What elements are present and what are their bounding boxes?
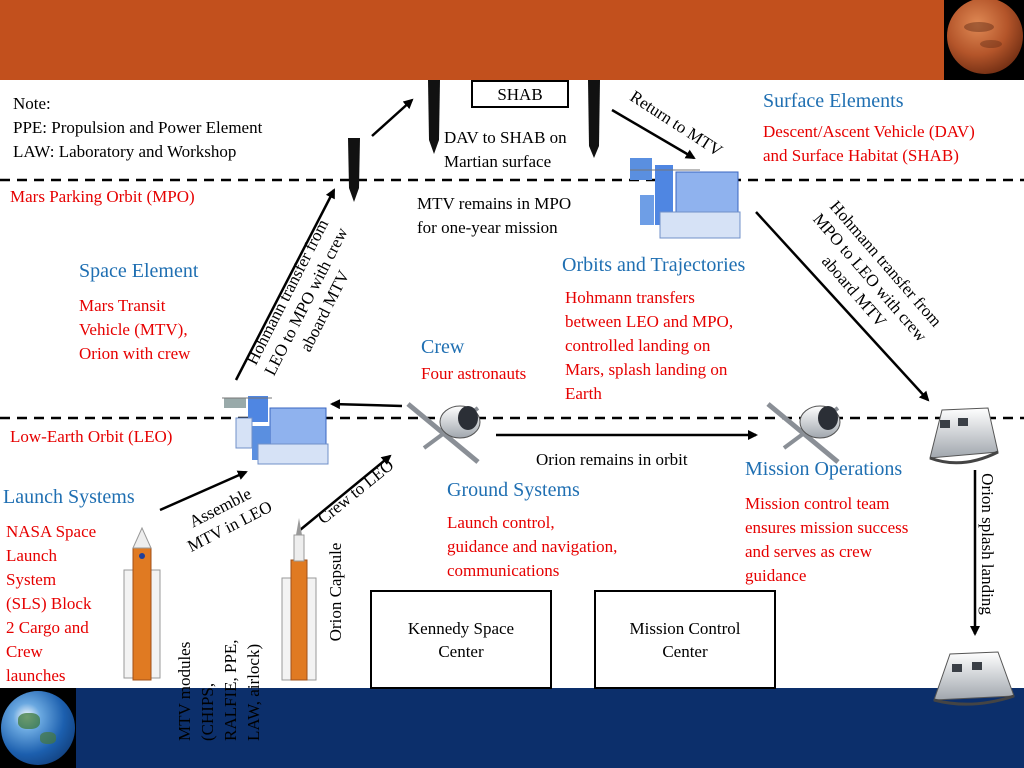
mtv-diagram-mpo <box>630 158 741 239</box>
shab-label: SHAB <box>497 84 543 104</box>
arrow-crew-to-mtv <box>330 399 403 410</box>
surface-elements-line1: Descent/Ascent Vehicle (DAV) <box>763 122 975 141</box>
launch-line1: NASA Space <box>6 522 97 541</box>
orbits-line1: Hohmann transfers <box>565 288 695 307</box>
launch-systems: Launch Systems NASA Space Launch System … <box>3 484 135 688</box>
mtv-modules-line1: MTV modules <box>175 641 194 741</box>
orbits-title: Orbits and Trajectories <box>562 254 746 276</box>
sls-crew-rocket <box>281 518 317 681</box>
orbits-line5: Earth <box>565 384 602 403</box>
mtv-modules-label: MTV modules (CHIPS, RALFIE, PPE, LAW, ai… <box>173 575 265 741</box>
orion-splash-label: Orion splash landing <box>978 473 997 615</box>
dav-to-shab-text: DAV to SHAB on Martian surface <box>444 126 567 174</box>
mission-operations: Mission Operations Mission control team … <box>745 456 908 588</box>
launch-line4: (SLS) Block <box>6 594 92 613</box>
note-ppe: PPE: Propulsion and Power Element <box>13 118 263 137</box>
orbits-line4: Mars, splash landing on <box>565 360 728 379</box>
launch-line7: launches <box>6 666 66 685</box>
launch-line5: 2 Cargo and <box>6 618 89 637</box>
ksc-line2: Center <box>438 641 484 661</box>
mission-ops-title: Mission Operations <box>745 458 903 480</box>
orion-capsule-splash <box>933 651 1015 706</box>
mtv-diagram-leo <box>222 396 329 465</box>
launch-line2: Launch <box>6 546 57 565</box>
launch-line3: System <box>6 570 57 589</box>
orion-remains-label: Orion remains in orbit <box>536 450 688 469</box>
dav-to-shab-line1: DAV to SHAB on <box>444 128 567 147</box>
launch-description: NASA Space Launch System (SLS) Block 2 C… <box>6 520 135 688</box>
launch-title: Launch Systems <box>3 486 135 508</box>
dav-spike-right <box>588 80 600 158</box>
orbits-line3: controlled landing on <box>565 336 711 355</box>
arrow-mpo-to-leo <box>755 211 930 402</box>
bottom-band <box>0 688 1024 768</box>
mpo-label: Mars Parking Orbit (MPO) <box>10 187 195 206</box>
crew-line1: Four astronauts <box>421 364 527 383</box>
mtv-modules-line3: RALFIE, PPE, <box>221 639 240 741</box>
arrow-assemble <box>159 470 248 512</box>
note-law: LAW: Laboratory and Workshop <box>13 142 237 161</box>
crew-title: Crew <box>421 336 465 358</box>
launch-line6: Crew <box>6 642 43 661</box>
shab-box: SHAB <box>471 80 569 108</box>
crew: Crew Four astronauts <box>421 334 526 386</box>
space-element-title: Space Element <box>79 260 199 282</box>
ground-line2: guidance and navigation, <box>447 537 618 556</box>
arrow-to-shab <box>371 98 414 137</box>
space-element-line3: Orion with crew <box>79 344 191 363</box>
space-element-line1: Mars Transit <box>79 296 166 315</box>
mars-image <box>944 0 1024 80</box>
surface-elements: Surface Elements Descent/Ascent Vehicle … <box>763 88 975 168</box>
mission-ops-line3: and serves as crew <box>745 542 872 561</box>
arrow-leo-to-mpo <box>234 188 336 381</box>
orbits-trajectories: Orbits and Trajectories Hohmann transfer… <box>562 252 745 406</box>
earth-image <box>0 688 76 768</box>
dav-to-shab-line2: Martian surface <box>444 152 552 171</box>
note: Note: PPE: Propulsion and Power Element … <box>13 92 262 164</box>
ground-title: Ground Systems <box>447 479 580 501</box>
mtv-modules-line4: LAW, airlock) <box>244 643 263 741</box>
note-title: Note: <box>13 94 51 113</box>
surface-elements-line2: and Surface Habitat (SHAB) <box>763 146 959 165</box>
arrow-crew-to-leo <box>299 454 392 531</box>
mission-ops-line4: guidance <box>745 566 807 585</box>
arrow-return-mtv <box>611 108 696 160</box>
mtv-spike-center <box>348 138 360 202</box>
mtv-remains-line2: for one-year mission <box>417 218 558 237</box>
ground-line1: Launch control, <box>447 513 555 532</box>
orion-capsule-reentry <box>929 407 999 465</box>
mission-control-center-box: Mission Control Center <box>594 590 776 689</box>
mtv-remains-line1: MTV remains in MPO <box>417 194 572 213</box>
mcc-line2: Center <box>662 641 708 661</box>
ground-systems: Ground Systems Launch control, guidance … <box>447 477 617 583</box>
top-band <box>0 0 945 80</box>
kennedy-space-center-box: Kennedy Space Center <box>370 590 552 689</box>
space-element-line2: Vehicle (MTV), <box>79 320 188 339</box>
mission-ops-line2: ensures mission success <box>745 518 909 537</box>
ksc-line1: Kennedy Space <box>407 618 515 638</box>
orion-crew-spacecraft <box>406 402 481 464</box>
mission-ops-line1: Mission control team <box>745 494 890 513</box>
leo-label: Low-Earth Orbit (LEO) <box>10 427 173 446</box>
orbits-line2: between LEO and MPO, <box>565 312 734 331</box>
mtv-remains-text: MTV remains in MPO for one-year mission <box>417 192 571 240</box>
orion-in-orbit <box>766 402 841 464</box>
dav-spike-left <box>428 80 440 154</box>
space-element: Space Element Mars Transit Vehicle (MTV)… <box>79 258 198 366</box>
surface-elements-title: Surface Elements <box>763 90 904 112</box>
mtv-modules-line2: (CHIPS, <box>198 682 217 741</box>
sls-cargo-rocket <box>123 526 161 681</box>
orion-capsule-label: Orion Capsule <box>326 542 345 642</box>
ground-line3: communications <box>447 561 560 580</box>
mcc-line1: Mission Control <box>629 618 741 638</box>
